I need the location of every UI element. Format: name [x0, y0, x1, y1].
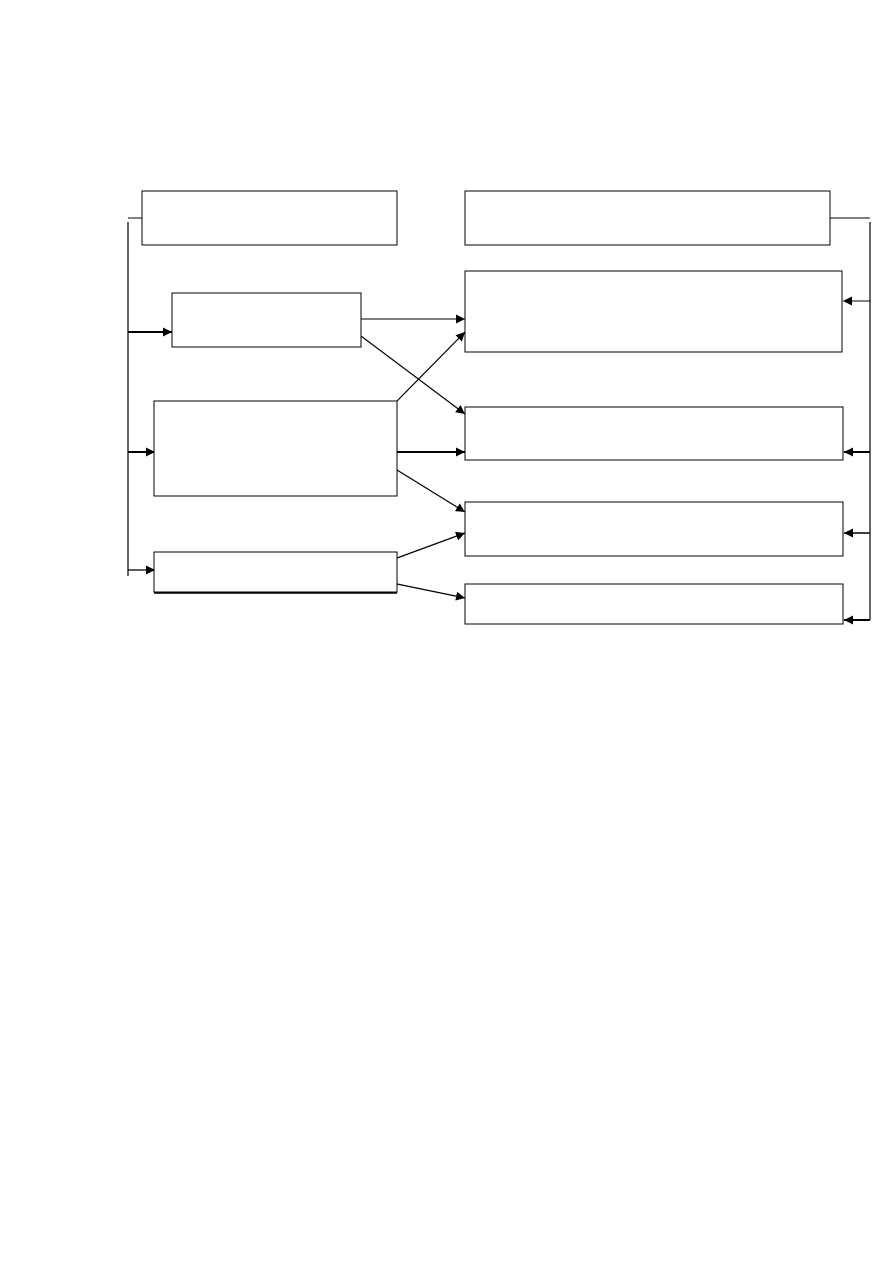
- arrow-left-b-to-right-3: [396, 469, 466, 513]
- box-right-top: [464, 190, 831, 246]
- left-spine-arrows: [128, 327, 172, 575]
- box-right-2: [464, 406, 844, 461]
- right-column: [464, 190, 844, 625]
- right-bracket: [830, 217, 871, 620]
- box-left-top: [141, 190, 398, 246]
- right-spine-arrows: [843, 296, 870, 625]
- box-left-a: [171, 292, 362, 348]
- box-right-1: [464, 270, 843, 353]
- box-left-c: [153, 551, 398, 594]
- left-column: [141, 190, 398, 594]
- box-right-3: [464, 501, 844, 557]
- left-bracket: [127, 217, 142, 576]
- cross-arrows: [356, 314, 466, 601]
- arrow-left-a-to-right-2: [356, 332, 466, 415]
- arrow-left-b-to-right-1: [396, 331, 466, 402]
- arrow-left-c-to-right-3: [396, 531, 466, 559]
- arrow-left-c-to-right-4: [396, 583, 466, 601]
- box-left-b: [153, 400, 398, 497]
- box-right-4: [464, 583, 844, 625]
